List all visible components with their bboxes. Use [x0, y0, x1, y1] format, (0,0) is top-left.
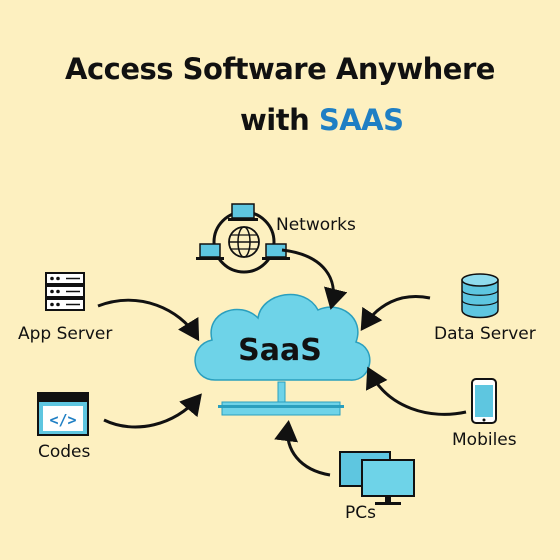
svg-text:</>: </> [49, 411, 76, 429]
connector-arrows [97, 248, 467, 477]
arrow-networks [281, 248, 348, 310]
label-mobiles: Mobiles [452, 430, 517, 450]
desktop-monitors-icon [339, 451, 415, 505]
database-icon [461, 273, 499, 319]
label-codes: Codes [38, 442, 91, 462]
globe-network-icon [196, 203, 290, 274]
server-rack-icon [45, 272, 85, 311]
label-data-server: Data Server [434, 324, 536, 344]
smartphone-icon [471, 378, 497, 424]
saas-label: SaaS [238, 333, 322, 368]
arrow-app-server [97, 298, 200, 342]
arrow-mobiles [365, 366, 467, 416]
arrow-codes [103, 393, 202, 429]
diagram-subtitle: with SAAS [240, 103, 404, 137]
arrow-data-server [360, 295, 431, 331]
label-networks: Networks [276, 215, 356, 235]
diagram-title: Access Software Anywhere [65, 52, 495, 86]
label-pcs: PCs [345, 503, 376, 523]
saas-cloud: SaaS [194, 293, 371, 416]
subtitle-accent: SAAS [318, 103, 404, 137]
subtitle-prefix: with [240, 103, 319, 137]
arrow-pcs [274, 420, 331, 477]
label-app-server: App Server [18, 324, 113, 344]
code-window-icon: </> [37, 392, 89, 436]
